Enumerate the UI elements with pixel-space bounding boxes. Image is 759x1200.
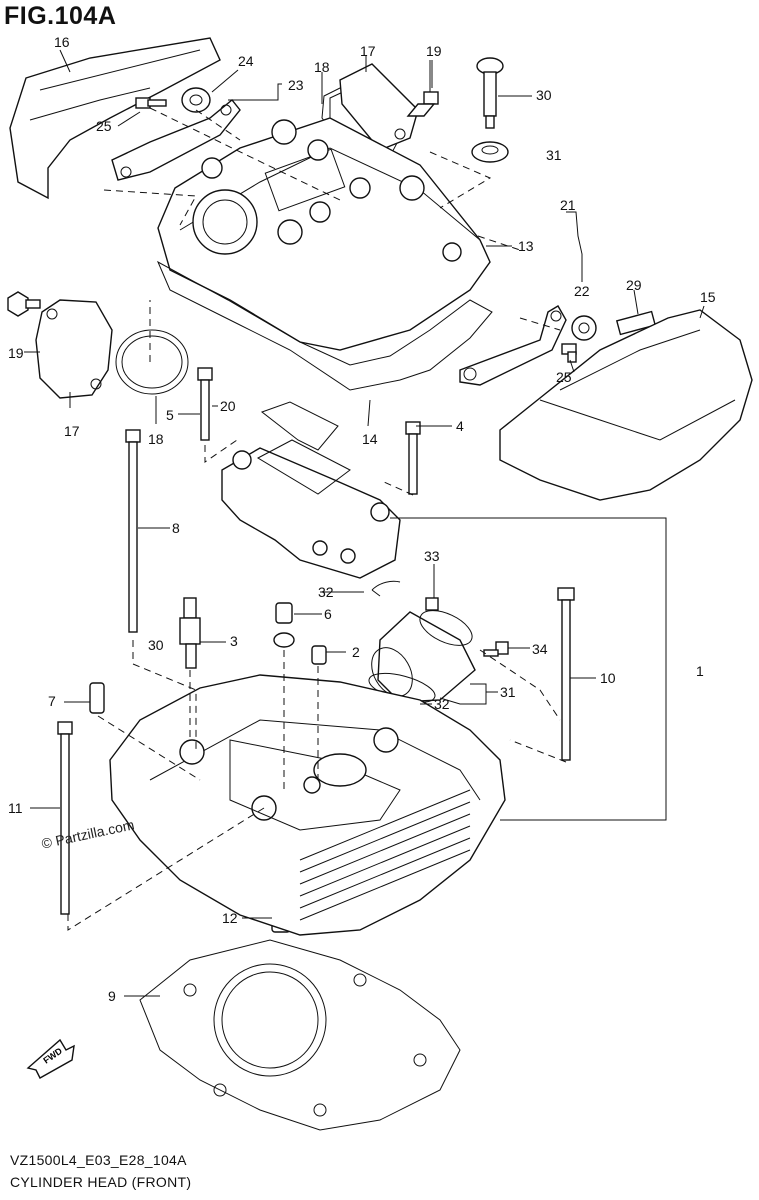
callout-33[interactable]: 33 — [424, 548, 440, 564]
callout-20[interactable]: 20 — [220, 398, 236, 414]
callout-25-right[interactable]: 25 — [556, 369, 572, 385]
page-title: FIG.104A — [4, 2, 117, 30]
section-title: CYLINDER HEAD (FRONT) — [10, 1174, 192, 1190]
part-23-bracket[interactable] — [111, 99, 241, 181]
callout-4[interactable]: 4 — [456, 418, 464, 434]
callout-26[interactable]: 29 — [626, 277, 642, 293]
part-19-bolt-left[interactable] — [7, 291, 41, 317]
callout-31[interactable]: 31 — [500, 684, 516, 700]
callout-19-left[interactable]: 19 — [8, 345, 24, 361]
callout-24[interactable]: 24 — [238, 53, 254, 69]
callout-19-top[interactable]: 19 — [426, 43, 442, 59]
part-33-clamp[interactable] — [415, 597, 478, 653]
part-4-bolt[interactable] — [405, 421, 421, 495]
part-7-valve[interactable] — [89, 682, 105, 714]
callout-17-left[interactable]: 17 — [64, 423, 80, 439]
part-20-bolt[interactable] — [197, 367, 213, 441]
part-28-washer[interactable] — [471, 141, 509, 163]
part-11-stud-bolt[interactable] — [57, 721, 73, 915]
callout-3[interactable]: 3 — [230, 633, 238, 649]
callout-17-top[interactable]: 17 — [360, 43, 376, 59]
part-30-spark-plug[interactable] — [179, 597, 201, 669]
callout-11[interactable]: 11 — [8, 800, 23, 816]
part-10-stud-bolt[interactable] — [557, 587, 575, 761]
callout-32[interactable]: 32 — [434, 696, 450, 712]
part-8-stud-bolt[interactable] — [125, 429, 141, 633]
callout-14[interactable]: 14 — [362, 431, 378, 447]
part-17-cap-left[interactable] — [35, 299, 113, 399]
callout-10[interactable]: 10 — [600, 670, 616, 686]
callout-34[interactable]: 34 — [532, 641, 548, 657]
callout-13[interactable]: 13 — [518, 238, 534, 254]
callout-18-left[interactable]: 18 — [148, 431, 164, 447]
guide-lines — [67, 107, 567, 931]
part-15-cover-right[interactable] — [499, 309, 753, 501]
part-24-cushion[interactable] — [181, 87, 211, 113]
model-code: VZ1500L4_E03_E28_104A — [10, 1152, 187, 1168]
callout-30[interactable]: 30 — [148, 637, 164, 653]
callout-23[interactable]: 23 — [288, 77, 304, 93]
part-26-clip[interactable] — [615, 310, 657, 336]
part-2-pin[interactable] — [311, 645, 327, 665]
callout-29[interactable]: 32 — [318, 584, 334, 600]
part-16-cover-trim[interactable] — [9, 37, 221, 200]
part-14-cover-gasket[interactable] — [156, 260, 493, 391]
callout-1[interactable]: 1 — [696, 663, 704, 679]
callout-28[interactable]: 31 — [546, 147, 562, 163]
callout-2[interactable]: 2 — [352, 644, 360, 660]
part-19-bolt-top[interactable] — [406, 60, 439, 117]
part-34-screw[interactable] — [483, 641, 509, 657]
part-25-bolt-right[interactable] — [561, 343, 577, 363]
part-25-bolt-top[interactable] — [135, 97, 167, 109]
callout-12[interactable]: 12 — [222, 910, 238, 926]
callout-18-top[interactable]: 18 — [314, 59, 330, 75]
callout-16[interactable]: 16 — [54, 34, 70, 50]
part-29-clip[interactable] — [371, 580, 401, 597]
callout-9[interactable]: 9 — [108, 988, 116, 1004]
part-31-intake-pipe[interactable] — [363, 611, 476, 704]
callout-21[interactable]: 21 — [560, 197, 576, 213]
part-13-head-cover[interactable] — [157, 117, 491, 351]
fwd-arrow-icon: FWD — [26, 1038, 75, 1079]
part-17-cap-top[interactable] — [339, 63, 419, 151]
part-18-gasket-left[interactable] — [115, 329, 189, 395]
part-9-head-gasket[interactable] — [139, 939, 461, 1131]
part-21-bracket[interactable] — [459, 305, 567, 386]
callout-27[interactable]: 30 — [536, 87, 552, 103]
callout-6[interactable]: 6 — [324, 606, 332, 622]
callout-8[interactable]: 8 — [172, 520, 180, 536]
part-27-bolt[interactable] — [476, 57, 504, 129]
part-6-oring[interactable] — [273, 632, 295, 648]
part-22-cushion[interactable] — [571, 315, 597, 341]
callout-15[interactable]: 15 — [700, 289, 716, 305]
callouts: 16 24 23 25 17 18 19 30 31 13 21 22 29 1… — [8, 34, 716, 1004]
part-3-cylinder-head[interactable] — [109, 674, 506, 936]
callout-22[interactable]: 22 — [574, 283, 590, 299]
leader-lines — [24, 49, 705, 997]
part-camshaft-holder[interactable] — [221, 401, 401, 579]
callout-7[interactable]: 7 — [48, 693, 56, 709]
part-6-dowel[interactable] — [275, 602, 293, 624]
callout-5[interactable]: 5 — [166, 407, 174, 423]
callout-25-top[interactable]: 25 — [96, 118, 112, 134]
